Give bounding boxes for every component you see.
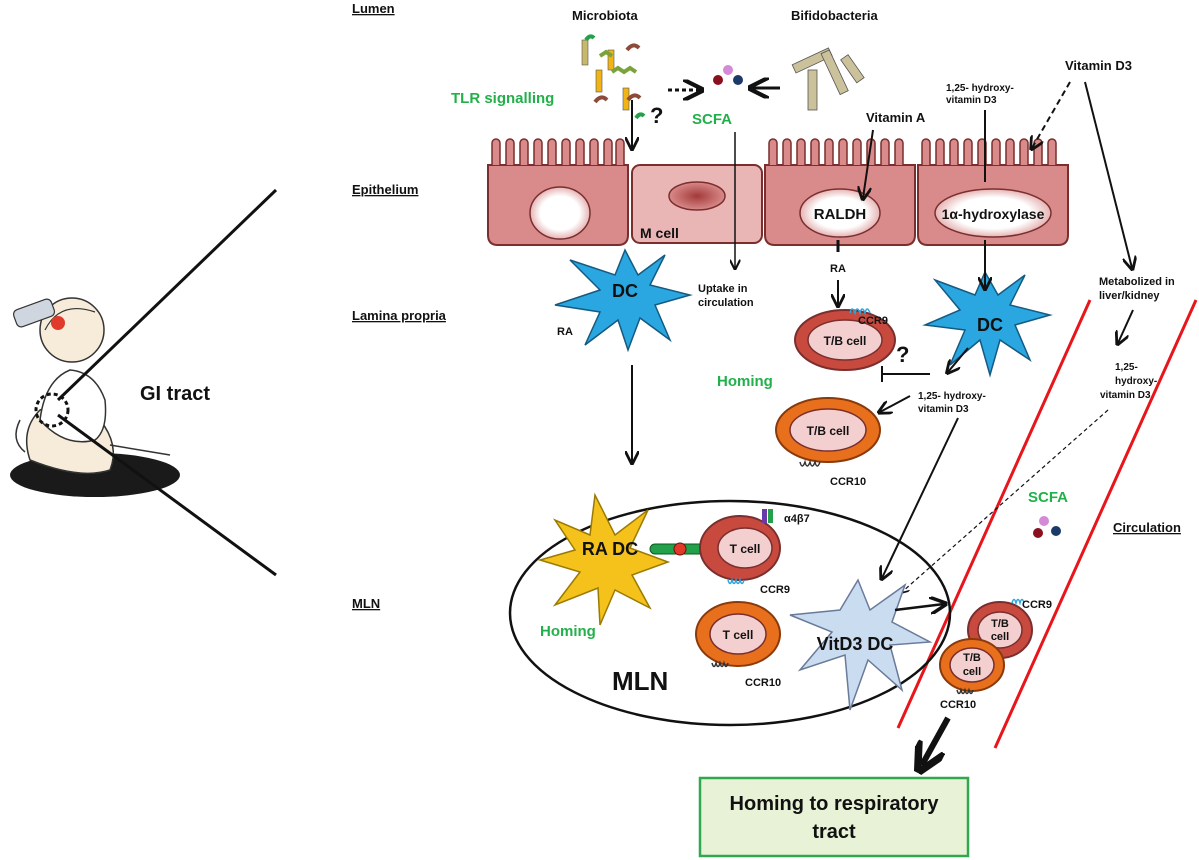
epithelial-cell-left (487, 138, 629, 246)
ra-label-left: RA (557, 326, 573, 338)
ra-dc-label: RA DC (582, 539, 638, 559)
question-mark-2: ? (896, 342, 909, 367)
tb-cell-ccr10: T/B cell (775, 397, 881, 467)
ra-label-center: RA (830, 263, 846, 275)
bifidobacteria-label: Bifidobacteria (791, 8, 878, 23)
arrow-dc-vitd3 (948, 347, 969, 372)
circ-tb-cell-ccr10: T/B cell (939, 638, 1005, 695)
zoom-line-bottom (57, 413, 277, 577)
epithelial-cell-raldh: RALDH (764, 138, 916, 246)
metabolized-label-1: Metabolized in (1099, 276, 1175, 288)
zoom-line-top (56, 188, 278, 402)
metabolized-label-2: liver/kidney (1099, 290, 1160, 302)
ra-dc: RA DC (537, 492, 671, 626)
circ-tb-2-line1: T/B (963, 652, 981, 664)
respiratory-label-2: tract (812, 821, 856, 843)
mln-big-label: MLN (612, 666, 668, 696)
hydroxy-vitd3-top-2: vitamin D3 (946, 95, 997, 106)
baby-illustration (10, 297, 180, 497)
circ-tb-1-line1: T/B (991, 618, 1009, 630)
vitd3-dc: VitD3 DC (789, 578, 933, 711)
hydroxy-vitd3-right-3: vitamin D3 (1100, 390, 1151, 401)
gi-tract-label: GI tract (140, 383, 210, 405)
scfa-molecules-circ (1033, 516, 1061, 538)
arrow-vitamin-a (863, 129, 874, 198)
ccr10-label-1: CCR10 (830, 476, 866, 488)
scfa-molecules-top (713, 65, 743, 85)
vitamin-a-label: Vitamin A (866, 110, 926, 125)
arrow-dashed-vitd3-dc (902, 409, 1109, 592)
region-mln: MLN (352, 596, 380, 611)
arrow-vitd3-dashed (1032, 81, 1071, 148)
ccr9-label-mln: CCR9 (760, 584, 790, 596)
raldh-label: RALDH (814, 206, 867, 223)
integrin-label: α4β7 (784, 513, 810, 525)
vitd3-dc-label: VitD3 DC (817, 634, 894, 654)
t-cell-ccr10: T cell (695, 601, 781, 668)
region-lamina-propria: Lamina propria (352, 308, 447, 323)
dc-right-label: DC (977, 315, 1003, 335)
vessel-wall-right (993, 299, 1198, 749)
epithelial-cell-hydroxylase: 1α-hydroxylase (917, 138, 1069, 246)
uptake-label-2: circulation (698, 297, 754, 309)
arrow-liver-vitd3 (1118, 309, 1134, 343)
m-cell: M cell (631, 164, 763, 244)
scfa-label-top: SCFA (692, 111, 732, 128)
microbiota-bacteria (581, 34, 646, 120)
vessel-wall-left (896, 299, 1092, 729)
tb-cell-ccr9: T/B cell (794, 308, 896, 371)
m-cell-label: M cell (640, 225, 679, 241)
tb-cell-label-1: T/B cell (824, 334, 867, 348)
microbiota-label: Microbiota (572, 8, 638, 23)
mln-outline (508, 499, 952, 727)
t-cell-label-1: T cell (730, 542, 761, 556)
receptor-ligand (673, 542, 687, 556)
respiratory-label-1: Homing to respiratory (730, 793, 940, 815)
hydroxy-vitd3-right-2: hydroxy- (1115, 376, 1157, 387)
arrow-vitd3-liver (1084, 81, 1132, 268)
ccr10-label-mln: CCR10 (745, 677, 781, 689)
arrow-vitd3-tb (880, 395, 911, 412)
question-mark-1: ? (650, 103, 663, 128)
respiratory-box (698, 776, 970, 858)
t-cell-ccr9: T cell (699, 509, 781, 585)
homing-label-mln: Homing (540, 623, 596, 640)
hydroxy-vitd3-right-1: 1,25- (1115, 362, 1138, 373)
region-circulation: Circulation (1113, 520, 1181, 535)
dc-right: DC (922, 270, 1053, 378)
uptake-label-1: Uptake in (698, 283, 748, 295)
region-lumen: Lumen (352, 1, 395, 16)
bifidobacteria-rods (791, 47, 865, 111)
vitamin-d3-label: Vitamin D3 (1065, 58, 1132, 73)
region-epithelium: Epithelium (352, 182, 418, 197)
scfa-label-circ: SCFA (1028, 489, 1068, 506)
t-cell-label-2: T cell (723, 628, 754, 642)
circ-tb-1-line2: cell (991, 631, 1009, 643)
circ-tb-2-line2: cell (963, 666, 981, 678)
tlr-signalling-label: TLR signalling (451, 90, 554, 107)
arrow-vitd3dc-circulation (894, 604, 944, 610)
hydroxy-vitd3-top-1: 1,25- hydroxy- (946, 83, 1014, 94)
ccr9-label-1: CCR9 (858, 315, 888, 327)
dc-left: DC (554, 248, 693, 353)
dc-left-label: DC (612, 281, 638, 301)
arrow-vitd3-vitd3dc (882, 417, 959, 578)
hydroxylase-label: 1α-hydroxylase (942, 206, 1045, 222)
ccr10-label-circ: CCR10 (940, 699, 976, 711)
hydroxy-vitd3-mid-2: vitamin D3 (918, 404, 969, 415)
tb-cell-label-2: T/B cell (807, 424, 850, 438)
arrow-to-respiratory (922, 716, 951, 765)
hydroxy-vitd3-mid-1: 1,25- hydroxy- (918, 391, 986, 402)
ccr9-label-circ: CCR9 (1022, 599, 1052, 611)
homing-label-lp: Homing (717, 373, 773, 390)
